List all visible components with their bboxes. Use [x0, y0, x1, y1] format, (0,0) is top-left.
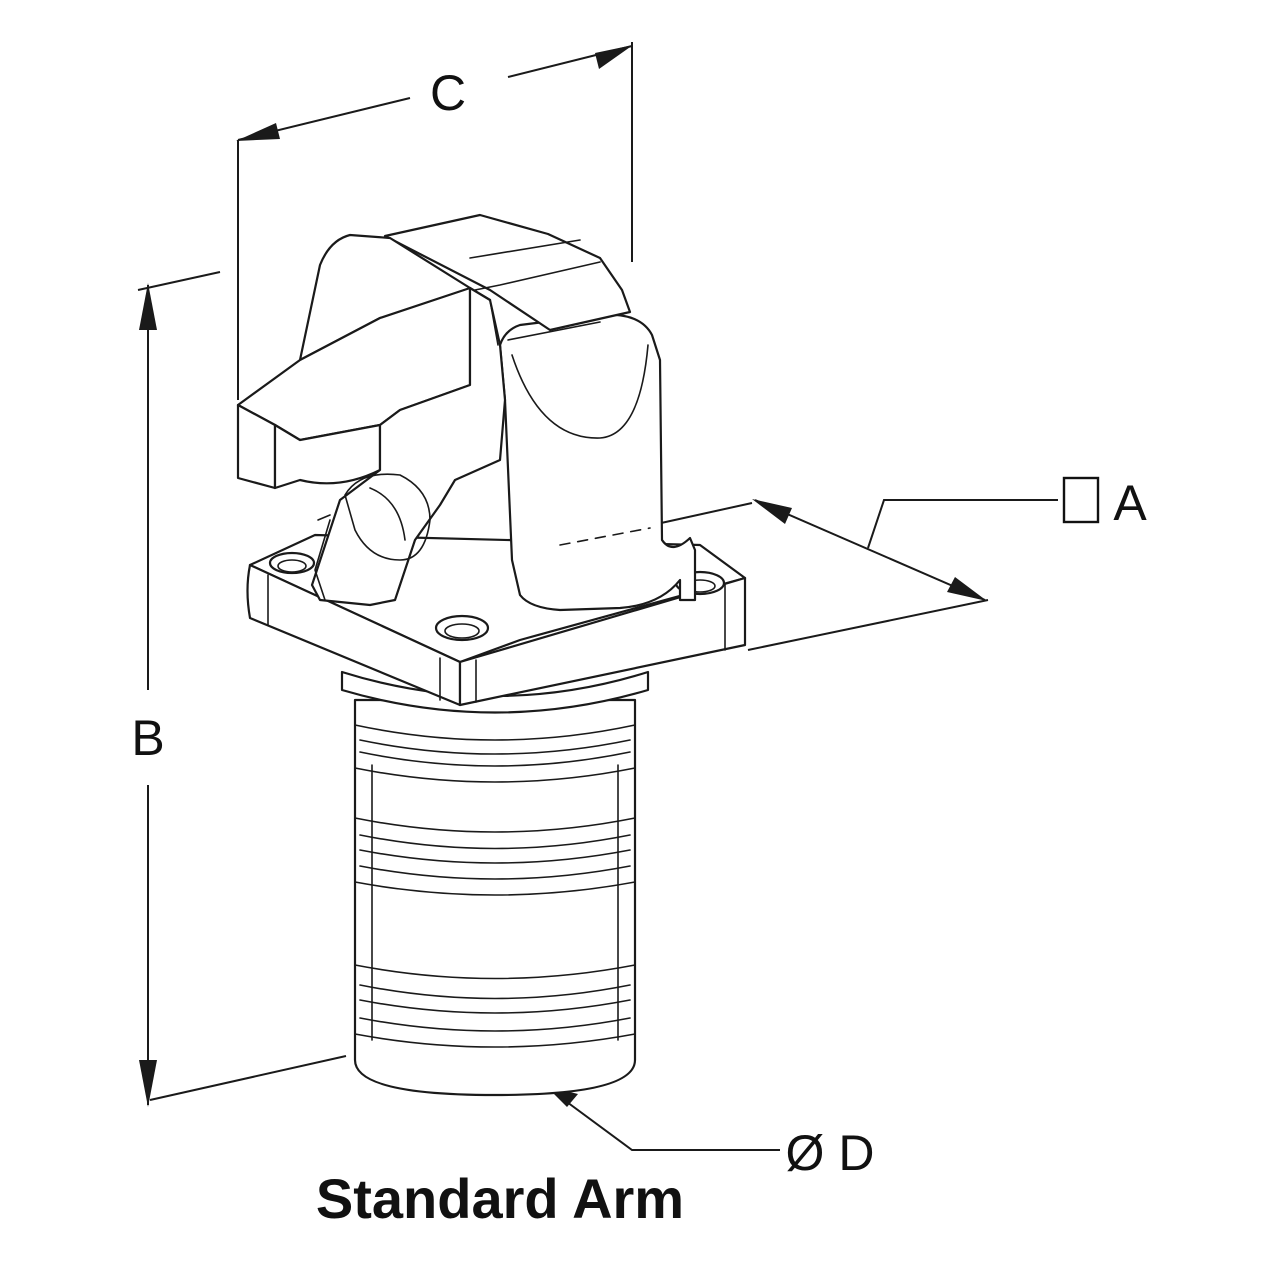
- label-d: Ø D: [786, 1125, 875, 1181]
- label-a: A: [1113, 475, 1147, 531]
- bolt-hole-left: [268, 551, 316, 575]
- b-arrow-top: [139, 283, 157, 330]
- label-b: B: [131, 710, 164, 766]
- c-arrow-left: [236, 123, 280, 141]
- square-symbol-icon: [1062, 476, 1100, 524]
- a-arrow-upper: [752, 499, 792, 524]
- a-arrow-lower: [947, 577, 987, 601]
- clamp-pillar: [498, 313, 697, 612]
- cylinder-body: [353, 698, 637, 1097]
- swing-arm: [236, 213, 632, 607]
- bolt-hole-front: [434, 614, 490, 642]
- dimension-a: A: [651, 475, 1147, 651]
- c-arrow-right: [595, 45, 633, 69]
- caption-standard-arm: Standard Arm: [316, 1167, 684, 1230]
- dimension-b: B: [131, 271, 347, 1107]
- b-arrow-bottom: [139, 1060, 157, 1107]
- dimension-c: C: [236, 42, 633, 400]
- label-c: C: [430, 65, 466, 121]
